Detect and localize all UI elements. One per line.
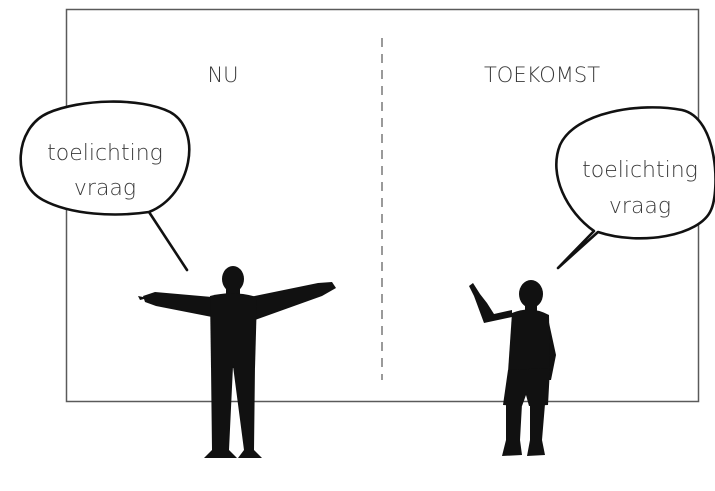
speech-bubble-left-line1: toelichting (47, 141, 163, 166)
person-pointing-up-icon (469, 280, 556, 456)
speech-bubble-right-shape (556, 107, 715, 268)
column-label-now: NU (207, 63, 238, 87)
column-label-future: TOEKOMST (484, 63, 600, 87)
speech-bubble-left-line2: vraag (74, 176, 136, 201)
speech-bubble-right-line2: vraag (609, 194, 671, 219)
speech-bubble-right-line1: toelichting (582, 158, 698, 183)
speech-bubble-left: toelichting vraag (21, 102, 190, 270)
speech-bubble-right: toelichting vraag (556, 107, 715, 268)
person-arms-outstretched-icon (138, 266, 336, 458)
